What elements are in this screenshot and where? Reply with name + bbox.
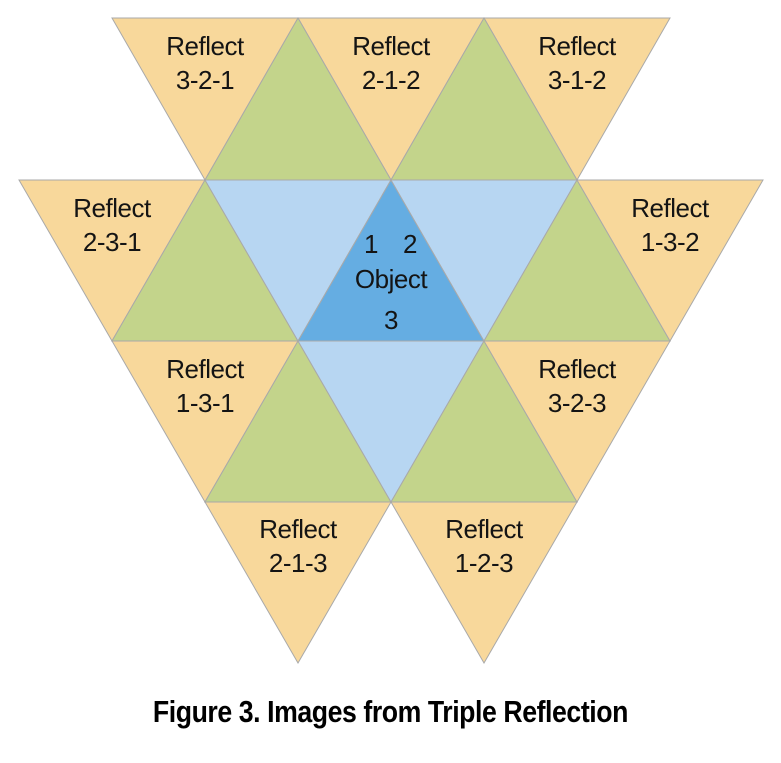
figure-caption: Figure 3. Images from Triple Reflection <box>152 694 629 729</box>
reflect-label-2-1-2-line1: Reflect <box>352 31 431 61</box>
triangle-labels: Reflect 3-2-1 Reflect 2-1-2 Reflect 3-1-… <box>73 31 710 578</box>
reflect-label-1-2-3-line2: 1-2-3 <box>455 548 513 578</box>
reflect-label-1-3-2-line2: 1-3-2 <box>641 227 699 257</box>
reflect-label-1-2-3-line1: Reflect <box>445 514 524 544</box>
reflect-label-1-3-1-line1: Reflect <box>166 354 245 384</box>
reflect-tile-3-2-3 <box>483 340 671 503</box>
reflect-tile-1-3-2 <box>576 179 764 342</box>
reflect-tile-1-2-3 <box>390 501 578 664</box>
reflect-label-2-1-2-line2: 2-1-2 <box>362 65 420 95</box>
reflect-tile-2-1-3 <box>204 501 392 664</box>
object-corner-2-label: 2 <box>403 229 417 259</box>
reflect-label-1-3-1-line2: 1-3-1 <box>176 388 234 418</box>
object-label: Object <box>355 264 428 294</box>
triangle-tiles <box>18 16 764 664</box>
reflect-label-2-1-3-line2: 2-1-3 <box>269 548 327 578</box>
reflect-label-3-2-1-line1: Reflect <box>166 31 245 61</box>
object-corner-3-label: 3 <box>384 305 398 335</box>
triple-reflection-diagram: Reflect 3-2-1 Reflect 2-1-2 Reflect 3-1-… <box>18 16 764 664</box>
reflect-label-3-1-2-line1: Reflect <box>538 31 617 61</box>
reflect-label-3-2-3-line1: Reflect <box>538 354 617 384</box>
reflect-label-1-3-2-line1: Reflect <box>631 193 710 223</box>
reflect-label-2-1-3-line1: Reflect <box>259 514 338 544</box>
reflect-label-3-2-3-line2: 3-2-3 <box>548 388 606 418</box>
reflect-label-3-1-2-line2: 3-1-2 <box>548 65 606 95</box>
reflect-label-2-3-1-line1: Reflect <box>73 193 152 223</box>
object-corner-1-label: 1 <box>364 229 378 259</box>
reflect-label-2-3-1-line2: 2-3-1 <box>83 227 141 257</box>
reflect-label-3-2-1-line2: 3-2-1 <box>176 65 234 95</box>
